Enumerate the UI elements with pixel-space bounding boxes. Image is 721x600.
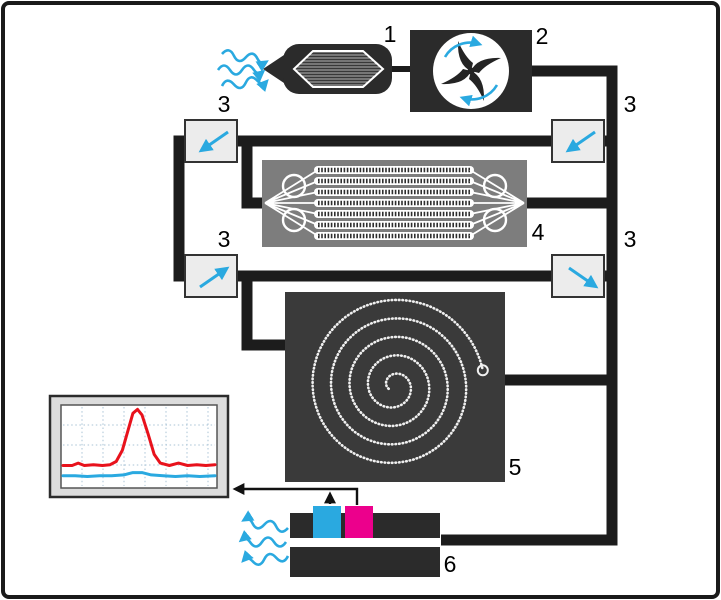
pump-rotor-icon [441,41,501,101]
inlet-flow-arrows-icon [216,49,269,93]
spiral-column-body [285,292,505,482]
monitor-screen [60,404,218,489]
signal-line-to-monitor [232,483,359,505]
inlet-funnel [263,55,284,83]
valve-top-left [184,119,238,163]
blue-signal-trace [61,471,217,478]
tube-to-spiral-inlet [241,272,288,351]
pump-rotation-arrows-icon [443,35,499,107]
detector-module [290,506,440,577]
label-preconcentrator: 1 [384,21,397,47]
valve-body [184,254,238,298]
valve-flow-arrow-icon [568,266,599,289]
preconcentrator [263,44,392,94]
serpentine-left-manifold [264,169,319,237]
valve-body [551,119,605,163]
valve-flow-arrow-icon [199,266,230,289]
label-valve-top-left: 3 [218,91,231,117]
signal-wiring [232,483,359,505]
tube-right-main-loop [441,65,618,546]
valve-flow-arrow-icon [198,130,229,153]
label-valve-bottom-right: 3 [624,226,637,252]
valve-top-right [551,119,605,163]
detector-sensor-blue [313,506,341,538]
red-signal-trace [61,407,217,467]
label-valve-top-right: 3 [624,91,637,117]
valve-body [184,119,238,163]
serpentine-channels [314,166,474,240]
label-pump: 2 [536,23,549,49]
outlet-flow-arrows-icon [238,510,290,566]
tube-to-column-inlet [241,138,264,209]
serpentine-column [262,160,527,247]
pump [410,30,532,112]
spiral-outlet-port [476,364,489,377]
preconcentrator-channel [292,50,385,88]
valve-flow-arrow-icon [565,130,596,153]
detector-channel [290,538,440,547]
valve-bottom-left [184,254,238,298]
spiral-column [285,292,505,482]
monitor [48,394,230,499]
label-detector: 6 [444,551,457,577]
detector-lower-block [290,547,440,577]
label-serpentine-column: 4 [532,219,545,245]
serpentine-right-manifold [469,169,525,237]
spiral-channel [311,298,485,465]
detector-sensor-magenta [345,506,373,538]
label-spiral-column: 5 [509,454,522,480]
valve-bottom-right [551,254,605,298]
label-valve-bottom-left: 3 [218,226,231,252]
